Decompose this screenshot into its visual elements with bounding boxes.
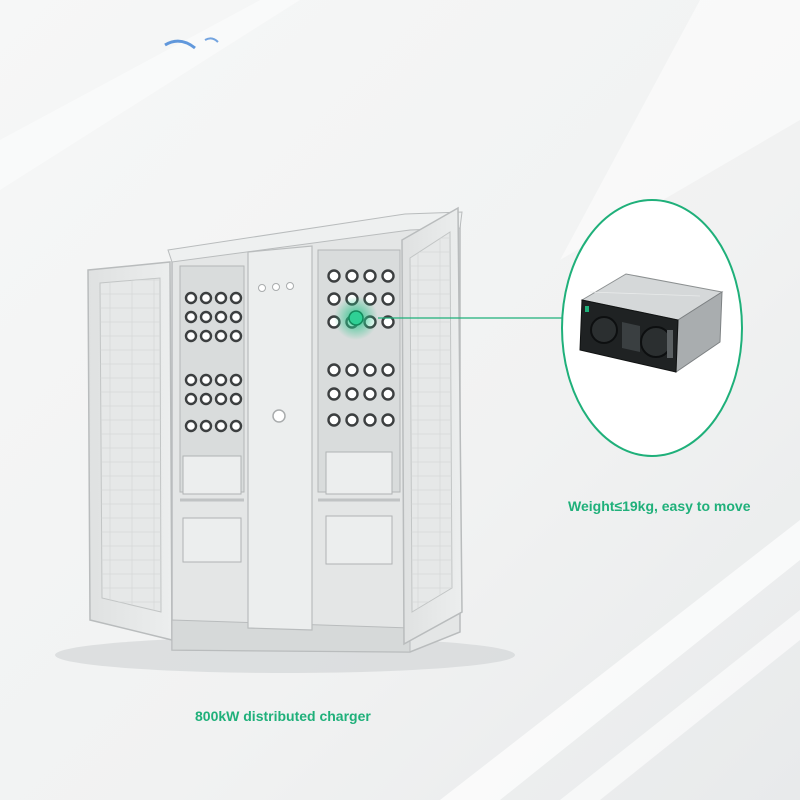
cabinet-caption: 800kW distributed charger — [195, 708, 371, 724]
power-module-image — [579, 273, 724, 373]
module-caption: Weight≤19kg, easy to move — [568, 498, 751, 514]
